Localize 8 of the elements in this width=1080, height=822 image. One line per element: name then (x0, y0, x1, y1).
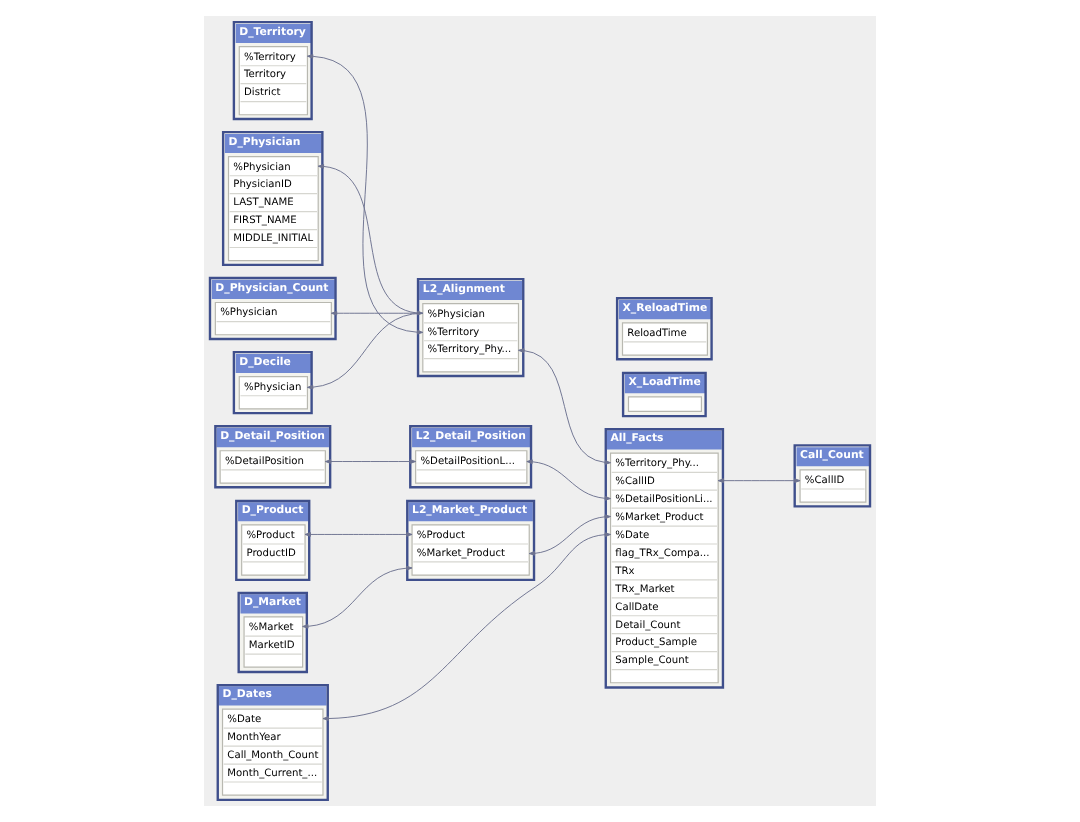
arrow (324, 459, 417, 464)
arrow (322, 532, 612, 721)
arrow (528, 514, 612, 556)
arrow (302, 565, 413, 629)
arrow (526, 459, 612, 501)
arrow (304, 532, 413, 537)
arrow (717, 478, 801, 483)
arrow (518, 348, 612, 465)
